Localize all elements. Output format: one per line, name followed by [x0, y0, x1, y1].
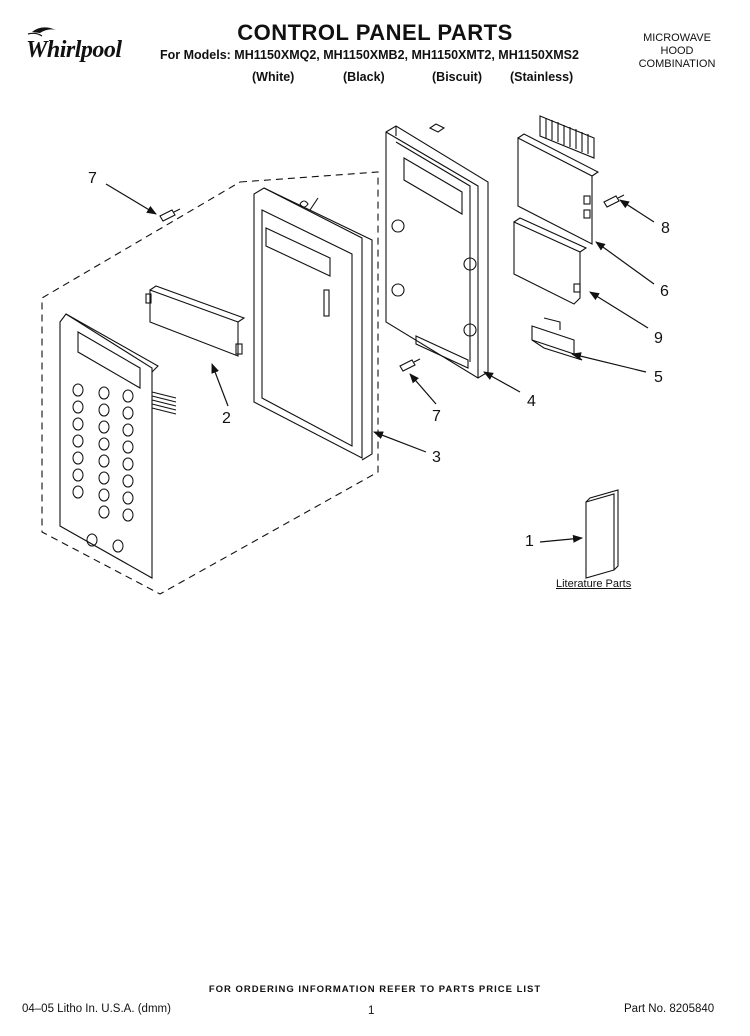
keypad-buttons — [72, 383, 134, 553]
variant-biscuit: (Biscuit) — [432, 70, 482, 84]
variant-stainless: (Stainless) — [510, 70, 574, 84]
product-type: MICROWAVE HOOD COMBINATION — [612, 32, 742, 71]
keypad-button — [112, 539, 124, 553]
keypad-overlay-part — [59, 313, 177, 579]
brand-name: Whirlpool — [26, 37, 122, 63]
callout-2: 2 — [222, 410, 231, 427]
ordering-note: FOR ORDERING INFORMATION REFER TO PARTS … — [208, 984, 542, 995]
callout-4: 4 — [527, 393, 536, 410]
keypad-button — [72, 451, 84, 465]
variant-white: (White) — [252, 70, 295, 84]
keypad-button — [122, 474, 134, 488]
keypad-button — [122, 491, 134, 505]
screw-part — [603, 194, 625, 208]
screw-part — [159, 208, 181, 222]
circuit-bracket-part — [385, 123, 489, 379]
keypad-button — [98, 471, 110, 485]
leader-line-5 — [571, 352, 647, 373]
keypad-button — [98, 403, 110, 417]
keypad-button — [72, 417, 84, 431]
leader-line-3 — [373, 431, 427, 453]
whirlpool-logo: Whirlpool — [12, 22, 152, 72]
leader-line-9 — [589, 291, 649, 329]
keypad-button — [98, 505, 110, 519]
callout-7-top: 7 — [88, 170, 97, 187]
keypad-button — [122, 440, 134, 454]
product-type-line: HOOD — [660, 45, 694, 57]
callout-9: 9 — [654, 330, 663, 347]
sub-board-part — [513, 217, 588, 305]
assembly-dashed-outline — [41, 171, 379, 595]
callout-3: 3 — [432, 449, 441, 466]
control-board-part — [517, 115, 600, 245]
callout-6: 6 — [660, 283, 669, 300]
keypad-button — [72, 400, 84, 414]
leader-lines — [105, 183, 655, 543]
leader-line-6 — [595, 241, 655, 285]
callout-1: 1 — [525, 533, 534, 550]
keypad-button — [122, 406, 134, 420]
keypad-button — [72, 485, 84, 499]
part-number: Part No. 8205840 — [624, 1003, 715, 1015]
screw-part — [399, 358, 421, 372]
keypad-button — [98, 488, 110, 502]
keypad-button — [98, 454, 110, 468]
keypad-button — [98, 437, 110, 451]
keypad-button — [98, 386, 110, 400]
page-title: CONTROL PANEL PARTS — [237, 20, 513, 45]
literature-packet-part — [585, 489, 619, 579]
product-type-line: MICROWAVE — [643, 32, 711, 44]
leader-line-4 — [483, 371, 521, 393]
leader-line-7-top — [105, 183, 157, 215]
connector-clip-part — [531, 317, 583, 361]
keypad-button — [122, 508, 134, 522]
keypad-button — [72, 383, 84, 397]
keypad-button — [86, 533, 98, 547]
keypad-button — [122, 423, 134, 437]
keypad-button — [98, 420, 110, 434]
keypad-button — [72, 468, 84, 482]
leader-line-1 — [539, 534, 583, 543]
callout-8: 8 — [661, 220, 670, 237]
leader-line-8 — [619, 199, 655, 223]
callout-7-mid: 7 — [432, 408, 441, 425]
leader-line-2 — [211, 363, 229, 407]
display-window-part — [145, 285, 246, 357]
print-info: 04–05 Litho In. U.S.A. (dmm) — [22, 1003, 171, 1015]
control-panel-frame-part — [253, 187, 373, 461]
variant-black: (Black) — [343, 70, 385, 84]
models-line: For Models: MH1150XMQ2, MH1150XMB2, MH11… — [160, 48, 579, 62]
callout-5: 5 — [654, 369, 663, 386]
logo-swoosh-icon — [27, 27, 56, 37]
page-number: 1 — [368, 1005, 375, 1017]
literature-parts-label: Literature Parts — [556, 578, 632, 590]
leader-line-7-mid — [409, 373, 437, 405]
keypad-button — [72, 434, 84, 448]
keypad-button — [122, 389, 134, 403]
keypad-button — [122, 457, 134, 471]
product-type-line: COMBINATION — [638, 58, 716, 70]
